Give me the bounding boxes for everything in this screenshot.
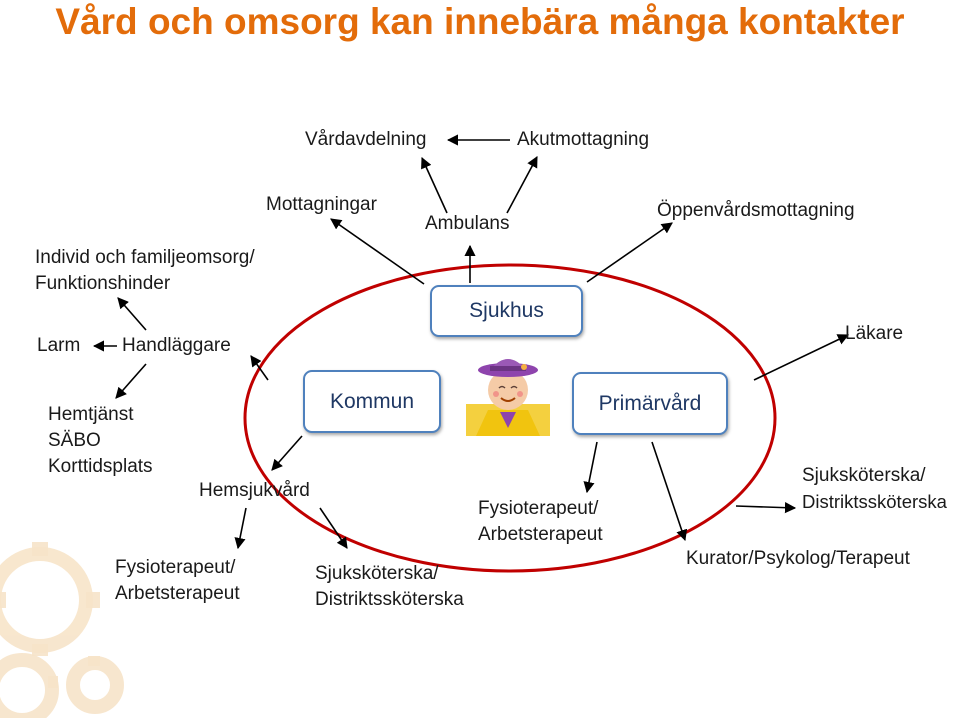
label-ambulans: Ambulans bbox=[425, 213, 510, 234]
label-larm: Larm bbox=[37, 335, 81, 356]
label-hemtjanst-line2: SÄBO bbox=[48, 430, 101, 451]
label-individ-line2: Funktionshinder bbox=[35, 273, 171, 294]
arrow-sjukhus-to-akut bbox=[506, 156, 538, 214]
label-akutmottagning: Akutmottagning bbox=[517, 129, 650, 150]
arrow-ellipse-to-handlaggare bbox=[250, 355, 269, 381]
gear-icon bbox=[0, 547, 124, 718]
label-vardavdelning: Vårdavdelning bbox=[305, 129, 427, 150]
label-sjukskoterska-mid-line1: Sjuksköterska/ bbox=[315, 563, 439, 584]
arrow-ellipse-to-lakare bbox=[753, 334, 850, 381]
arrow-sjukhus-to-mottagningar bbox=[330, 218, 425, 285]
box-primarvard: Primärvård bbox=[572, 372, 728, 435]
arrow-hemsjukvard-to-sjukskoterska-mid bbox=[319, 507, 348, 549]
arrow-handlaggare-to-hemtjanst bbox=[115, 363, 147, 399]
label-fysio-left-line2: Arbetsterapeut bbox=[115, 583, 240, 604]
label-oppenvardsmottagning: Öppenvårdsmottagning bbox=[657, 200, 855, 221]
label-mottagningar: Mottagningar bbox=[266, 194, 377, 215]
arrow-sjukhus-to-vardavdelning bbox=[421, 156, 448, 214]
arrow-sjukhus-to-oppenvard bbox=[586, 222, 673, 283]
label-handlaggare: Handläggare bbox=[122, 335, 231, 356]
label-hemsjukvard: Hemsjukvård bbox=[199, 480, 310, 501]
page-title: Vård och omsorg kan innebära många konta… bbox=[55, 1, 905, 42]
box-kommun: Kommun bbox=[303, 370, 441, 433]
elderly-person-icon bbox=[466, 352, 550, 436]
label-individ-line1: Individ och familjeomsorg/ bbox=[35, 247, 255, 268]
label-fysio-mid-line1: Fysioterapeut/ bbox=[478, 498, 599, 519]
label-sjukskoterska-mid-line2: Distriktssköterska bbox=[315, 589, 464, 610]
label-lakare: Läkare bbox=[845, 323, 904, 344]
arrow-hemsjukvard-to-fysio-left bbox=[234, 507, 247, 550]
label-kurator: Kurator/Psykolog/Terapeut bbox=[686, 548, 910, 569]
label-fysio-mid-line2: Arbetsterapeut bbox=[478, 524, 603, 545]
label-hemtjanst-line1: Hemtjänst bbox=[48, 404, 134, 425]
label-fysio-left-line1: Fysioterapeut/ bbox=[115, 557, 236, 578]
arrow-handlaggare-to-individ bbox=[117, 297, 147, 331]
label-sjukskoterska-right-line1: Sjuksköterska/ bbox=[802, 465, 926, 486]
arrow-primarvard-to-kurator bbox=[651, 441, 688, 542]
arrow-kommun-to-hemsjukvard bbox=[271, 435, 303, 471]
box-sjukhus: Sjukhus bbox=[430, 285, 583, 337]
arrow-primarvard-to-sjukskoterska-right bbox=[735, 502, 797, 514]
label-sjukskoterska-right-line2: Distriktssköterska bbox=[802, 491, 947, 512]
label-hemtjanst-line3: Korttidsplats bbox=[48, 456, 153, 477]
care-ellipse bbox=[243, 263, 777, 573]
arrow-primarvard-to-fysio-mid bbox=[583, 441, 598, 494]
